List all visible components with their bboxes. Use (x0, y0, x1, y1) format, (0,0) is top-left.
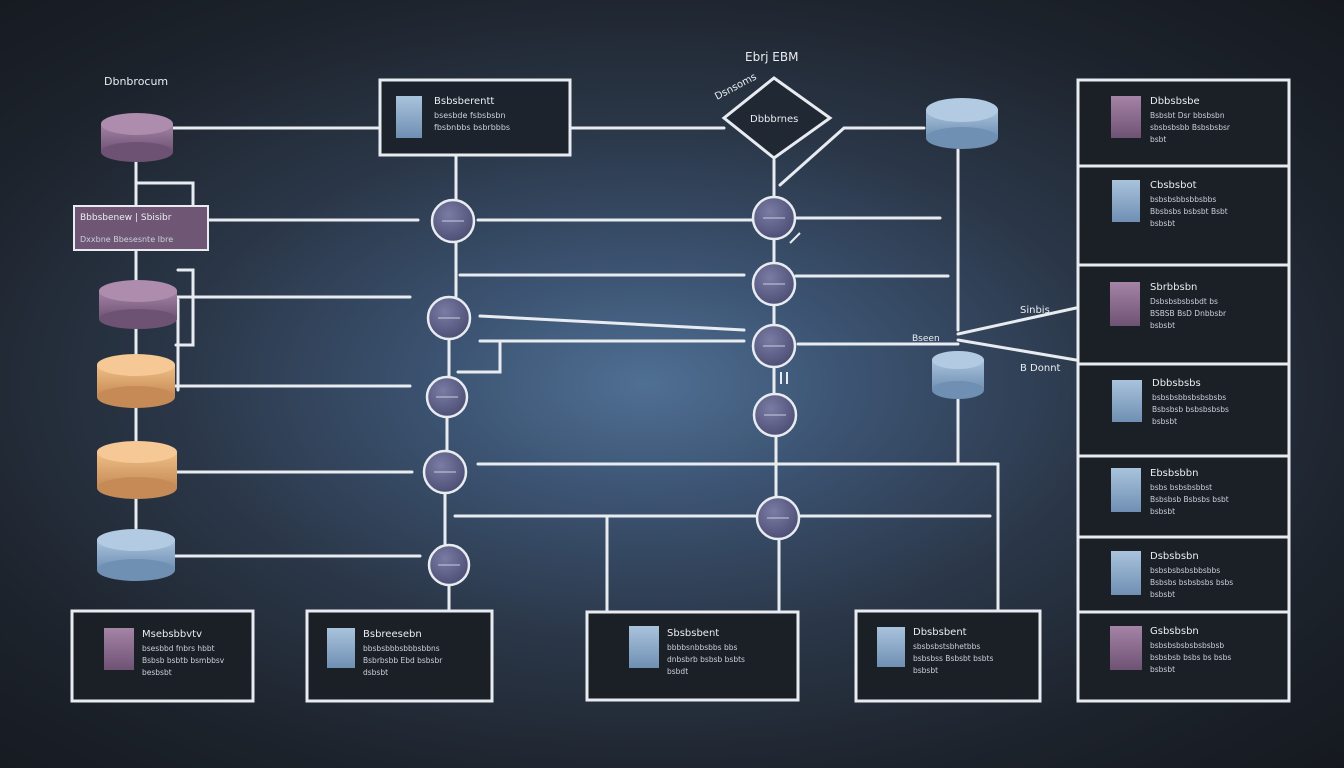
bottom-card-title: Msebsbbvtv (142, 629, 202, 640)
decision-diamond[interactable]: Dbbbrnes (721, 76, 833, 160)
bottom-card-line: bsesbbd fnbrs hbbt (142, 644, 215, 653)
right-card-title: Sbrbbsbn (1150, 282, 1197, 293)
right-card[interactable]: Cbsbsbot bsbsbsbbsbbsbbs Bbsbsbs bsbsbt … (1112, 180, 1228, 228)
top-card-line-1: bsesbde fsbsbsbn (434, 111, 506, 120)
bottom-card-title: Bsbreesebn (363, 629, 422, 640)
right-card-line: bsbsbt (1150, 219, 1175, 228)
right-card-title: Gsbsbsbn (1150, 626, 1199, 637)
bottom-card-line: bbbbsnbbsbbs bbs (667, 643, 737, 652)
document-icon (396, 96, 422, 138)
right-card-line: bsbsbsbsbsbsbsbsb (1150, 641, 1224, 650)
right-card-title: Dsbsbsbn (1150, 551, 1199, 562)
process-nodes (422, 195, 801, 587)
left-title-label: Dbnbrocum (104, 75, 168, 88)
right-card-line: Bsbsbsb Bsbsbs bsbt (1150, 495, 1229, 504)
bottom-card-line: bbsbsbbbsbbbsbbns (363, 644, 440, 653)
bottom-card-line: dnbsbrb bsbsb bsbts (667, 655, 745, 664)
right-card[interactable]: Dbbsbsbe Bsbsbt Dsr bbsbsbn sbsbsbsbb Bs… (1111, 96, 1231, 144)
bottom-card-line: bsbsbss Bsbsbt bsbts (913, 654, 993, 663)
right-card-line: bsbs bsbsbsbbst (1150, 483, 1212, 492)
bottom-card-line: dsbsbt (363, 668, 388, 677)
right-card-line: Bsbsbs bsbsbsbs bsbs (1150, 578, 1233, 587)
right-card-line: bsbsbt (1152, 417, 1177, 426)
right-card-line: bsbsbt (1150, 590, 1175, 599)
right-card-line: bsbsbsbsbsbbsbbs (1150, 566, 1220, 575)
right-card-line: bsbt (1150, 135, 1166, 144)
document-icon (877, 627, 905, 667)
right-card[interactable]: Ebsbsbbn bsbs bsbsbsbbst Bsbsbsb Bsbsbs … (1111, 468, 1229, 516)
document-icon (1112, 380, 1142, 422)
database-icon (97, 529, 175, 581)
right-card-line: Dsbsbsbsbsbdt bs (1150, 297, 1218, 306)
right-card[interactable]: Dbbsbsbs bsbsbsbbsbsbsbsbs Bsbsbsb bsbsb… (1112, 378, 1229, 426)
right-card-line: bsbsbt (1150, 321, 1175, 330)
right-card-column: Dbbsbsbe Bsbsbt Dsr bbsbsbn sbsbsbsbb Bs… (1076, 78, 1291, 703)
right-column-dividers (1078, 164, 1289, 614)
right-card[interactable]: Sbrbbsbn Dsbsbsbsbsbdt bs BSBSB BsD Dnbb… (1110, 282, 1227, 330)
right-card-line: Bbsbsbs bsbsbt Bsbt (1150, 207, 1228, 216)
bottom-card-line: sbsbsbstsbhetbbs (913, 642, 980, 651)
right-card-title: Cbsbsbot (1150, 180, 1197, 191)
bottom-card-title: Sbsbsbent (667, 628, 719, 639)
right-card-title: Ebsbsbbn (1150, 468, 1198, 479)
diamond-label: Dbbbrnes (750, 114, 798, 125)
bottom-card-line: Bsbrbsbb Ebd bsbsbr (363, 656, 443, 665)
top-card[interactable]: Bsbsberentt bsesbde fsbsbsbn fbsbnbbs bs… (378, 78, 572, 157)
bottom-card-line: Bsbsb bsbtb bsmbbsv (142, 656, 225, 665)
right-card-title: Dbbsbsbe (1150, 96, 1200, 107)
right-card-line: Bsbsbsb bsbsbsbsbs (1152, 405, 1229, 414)
bottom-card-line: bsbdt (667, 667, 688, 676)
connector-lines (134, 126, 1078, 612)
left-card-title: Bbbsbenew | Sbisibr (80, 213, 172, 223)
right-card-line: bsbsbsbbsbsbsbsbs (1152, 393, 1226, 402)
database-cylinders (97, 98, 998, 581)
document-icon (104, 628, 134, 670)
top-card-line-2: fbsbnbbs bsbrbbbs (434, 123, 510, 132)
top-title-label: Ebrj EBM (745, 50, 798, 64)
document-icon (1111, 96, 1141, 138)
database-icon (926, 98, 998, 149)
bottom-card[interactable]: Sbsbsbent bbbbsnbbsbbs bbs dnbsbrb bsbsb… (585, 610, 800, 702)
right-card-line: Bsbsbt Dsr bbsbsbn (1150, 111, 1225, 120)
document-icon (1110, 626, 1142, 670)
right-card-line: bsbsbt (1150, 507, 1175, 516)
left-card-sub: Dxxbne Bbesesnte Ibre (80, 235, 173, 244)
node-scribbles (434, 217, 789, 566)
document-icon (1111, 468, 1141, 512)
mid-right-label-c: B Donnt (1020, 363, 1061, 374)
right-card[interactable]: Gsbsbsbn bsbsbsbsbsbsbsbsb bsbsbsb bsbs … (1110, 626, 1231, 674)
document-icon (1111, 551, 1141, 595)
right-card[interactable]: Dsbsbsbn bsbsbsbsbsbbsbbs Bsbsbs bsbsbsb… (1111, 551, 1233, 599)
bottom-card-line: besbsbt (142, 668, 172, 677)
database-icon (932, 351, 984, 399)
document-icon (327, 628, 355, 668)
bottom-card-line: bsbsbt (913, 666, 938, 675)
database-icon (99, 280, 177, 329)
bottom-card[interactable]: Dbsbsbent sbsbsbstsbhetbbs bsbsbss Bsbsb… (854, 609, 1042, 703)
document-icon (1110, 282, 1140, 326)
right-card-line: BSBSB BsD Dnbbsbr (1150, 309, 1227, 318)
bottom-card-title: Dbsbsbent (913, 627, 967, 638)
database-icon (101, 113, 173, 162)
document-icon (629, 626, 659, 668)
decorative-ticks (780, 232, 801, 384)
right-card-line: sbsbsbsbb Bsbsbsbsr (1150, 123, 1231, 132)
bottom-card[interactable]: Bsbreesebn bbsbsbbbsbbbsbbns Bsbrbsbb Eb… (305, 609, 494, 703)
bottom-card[interactable]: Msebsbbvtv bsesbbd fnbrs hbbt Bsbsb bsbt… (70, 609, 255, 703)
database-icon (97, 354, 175, 408)
right-card-title: Dbbsbsbs (1152, 378, 1201, 389)
mid-right-label-a: Sinbis (1020, 305, 1050, 316)
database-icon (97, 441, 177, 499)
right-card-line: bsbsbsbbsbbsbbs (1150, 195, 1216, 204)
mid-right-label-b: Bseen (912, 334, 940, 344)
right-card-line: bsbsbt (1150, 665, 1175, 674)
top-card-title: Bsbsberentt (434, 96, 494, 107)
right-column-frame (1076, 78, 1291, 703)
document-icon (1112, 180, 1140, 222)
right-card-line: bsbsbsb bsbs bs bsbs (1150, 653, 1231, 662)
left-card[interactable]: Bbbsbenew | Sbisibr Dxxbne Bbesesnte Ibr… (73, 205, 209, 251)
